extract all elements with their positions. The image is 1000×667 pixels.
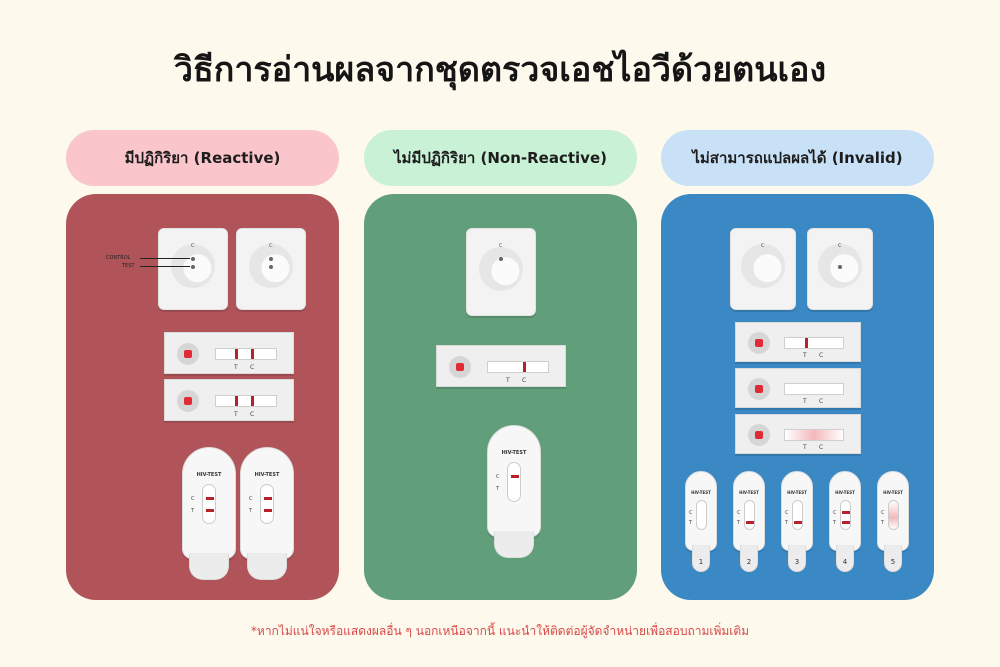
strip-test-cassette: T C: [436, 345, 566, 387]
oral-test-device: C: [158, 228, 228, 310]
strip-test-cassette: T C: [164, 379, 294, 421]
strip-test-cassette: T C: [164, 332, 294, 374]
pen-test-device: HIV-TEST C T: [240, 447, 294, 580]
footnote: *หากไม่แน่ใจหรือแสดงผลอื่น ๆ นอกเหนือจาก…: [250, 624, 750, 638]
oral-test-device: C: [236, 228, 306, 310]
non-reactive-heading: ไม่มีปฏิกิริยา (Non-Reactive): [364, 130, 637, 186]
strip-test-cassette: T C: [735, 414, 861, 454]
invalid-heading: ไม่สามารถแปลผลได้ (Invalid): [661, 130, 934, 186]
test-callout: TEST: [122, 263, 135, 269]
pen-test-device-3: HIV-TEST C T 3: [781, 471, 813, 572]
pen-test-device-5: HIV-TEST C T 5: [877, 471, 909, 572]
pen-test-device-1: HIV-TEST C T 1: [685, 471, 717, 572]
oral-test-device: C: [466, 228, 536, 316]
pen-test-device-4: HIV-TEST C T 4: [829, 471, 861, 572]
oral-test-device: C: [730, 228, 796, 310]
page-title: วิธีการอ่านผลจากชุดตรวจเอชไอวีด้วยตนเอง: [173, 50, 827, 90]
strip-test-cassette: T C: [735, 368, 861, 408]
pen-test-device-2: HIV-TEST C T 2: [733, 471, 765, 572]
strip-test-cassette: T C: [735, 322, 861, 362]
oral-test-device: C: [807, 228, 873, 310]
pen-test-device: HIV-TEST C T: [182, 447, 236, 580]
pen-test-device: HIV-TEST C T: [487, 425, 541, 558]
control-callout: CONTROL: [106, 255, 131, 261]
reactive-heading: มีปฏิกิริยา (Reactive): [66, 130, 339, 186]
